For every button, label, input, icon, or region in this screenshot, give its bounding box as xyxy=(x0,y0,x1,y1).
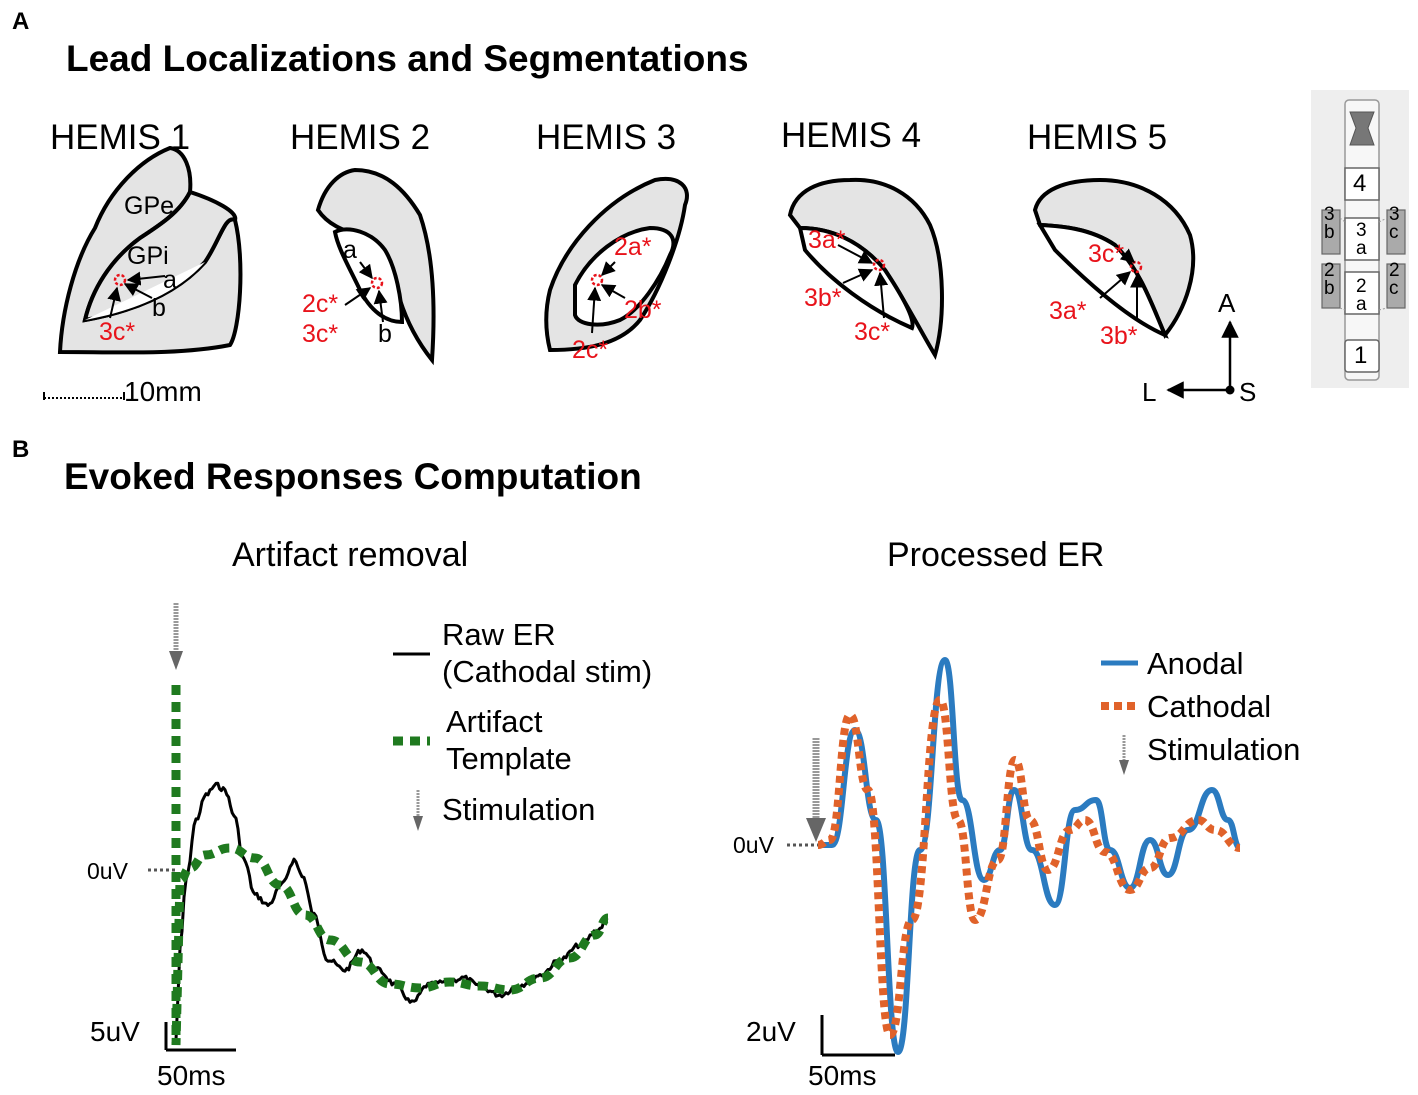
lead-contact-4: 4 xyxy=(1353,170,1367,197)
hemis-3-contact-2b: 2b* xyxy=(624,296,662,324)
artifact-removal-title: Artifact removal xyxy=(232,536,469,574)
gpi-label: GPi xyxy=(127,242,169,270)
scale-bar-left xyxy=(164,1022,236,1052)
hemis-5-contact-3b: 3b* xyxy=(1100,322,1138,350)
legend-stimulation-left: Stimulation xyxy=(442,792,596,827)
hemis-2-contact-a: a xyxy=(343,236,357,264)
hemis-2-contact-2c: 2c* xyxy=(302,290,339,318)
panel-a-letter: A xyxy=(12,8,30,35)
panel-b-title: Evoked Responses Computation xyxy=(64,456,642,497)
artifact-template-trace xyxy=(171,685,610,1046)
hemis-3-diagram xyxy=(544,176,689,353)
hemis-1-contact-3c: 3c* xyxy=(99,318,136,346)
legend-stimulation-right: Stimulation xyxy=(1147,732,1301,767)
hemis-5-diagram xyxy=(1032,177,1196,339)
legend-raw-er: Raw ER(Cathodal stim) xyxy=(442,617,653,689)
legend-right xyxy=(1101,660,1138,775)
hemis-5-contact-3c: 3c* xyxy=(1088,240,1125,268)
hemis-1-contact-b: b xyxy=(152,294,166,322)
scale-bar-right xyxy=(820,1015,895,1057)
lead-contact-1: 1 xyxy=(1354,342,1368,369)
stimulation-marker-right xyxy=(806,738,826,842)
panel-a-title: Lead Localizations and Segmentations xyxy=(66,38,749,79)
hemis-4-diagram xyxy=(787,177,944,360)
gpe-label: GPe xyxy=(124,192,175,220)
scale-bar-10mm xyxy=(43,392,125,400)
scale-y-label-left: 5uV xyxy=(90,1016,140,1047)
orientation-superior-label: S xyxy=(1239,377,1257,407)
stimulation-marker-left xyxy=(169,603,183,670)
hemis-4-title: HEMIS 4 xyxy=(781,116,922,155)
orientation-anterior-label: A xyxy=(1218,288,1236,318)
hemis-2-contact-3c: 3c* xyxy=(302,320,339,348)
dbs-lead-illustration xyxy=(1311,90,1409,388)
hemis-2-diagram xyxy=(315,167,436,366)
hemis-4-contact-3c: 3c* xyxy=(854,318,891,346)
hemis-2-title: HEMIS 2 xyxy=(290,118,431,157)
legend-anodal: Anodal xyxy=(1147,646,1244,681)
hemis-4-contact-3a: 3a* xyxy=(808,226,846,254)
scale-bar-label: 10mm xyxy=(124,376,202,407)
cathodal-trace xyxy=(817,695,1241,1040)
hemis-1-diagram xyxy=(57,145,243,355)
zero-uv-label-left: 0uV xyxy=(87,858,128,884)
panel-b-letter: B xyxy=(12,436,30,463)
scale-x-label-left: 50ms xyxy=(157,1060,226,1091)
orientation-lateral-label: L xyxy=(1142,377,1157,407)
legend-left xyxy=(393,652,430,831)
processed-er-title: Processed ER xyxy=(887,536,1105,574)
hemis-3-contact-2a: 2a* xyxy=(614,233,652,261)
hemis-1-contact-a: a xyxy=(163,266,177,294)
artifact-removal-plot xyxy=(148,603,610,1052)
processed-er-plot xyxy=(787,657,1242,1057)
hemis-3-title: HEMIS 3 xyxy=(536,118,677,157)
legend-cathodal: Cathodal xyxy=(1147,689,1272,724)
scale-x-label-right: 50ms xyxy=(808,1060,877,1091)
orientation-axes xyxy=(1166,320,1239,399)
hemis-5-title: HEMIS 5 xyxy=(1027,118,1168,157)
hemis-2-contact-b: b xyxy=(378,320,392,348)
hemis-4-contact-3b: 3b* xyxy=(804,284,842,312)
hemis-3-contact-2c: 2c* xyxy=(572,336,609,364)
scale-y-label-right: 2uV xyxy=(746,1016,796,1047)
zero-uv-label-right: 0uV xyxy=(733,832,774,858)
hemis-5-gpi xyxy=(1036,222,1169,339)
hemis-5-contact-3a: 3a* xyxy=(1049,297,1087,325)
